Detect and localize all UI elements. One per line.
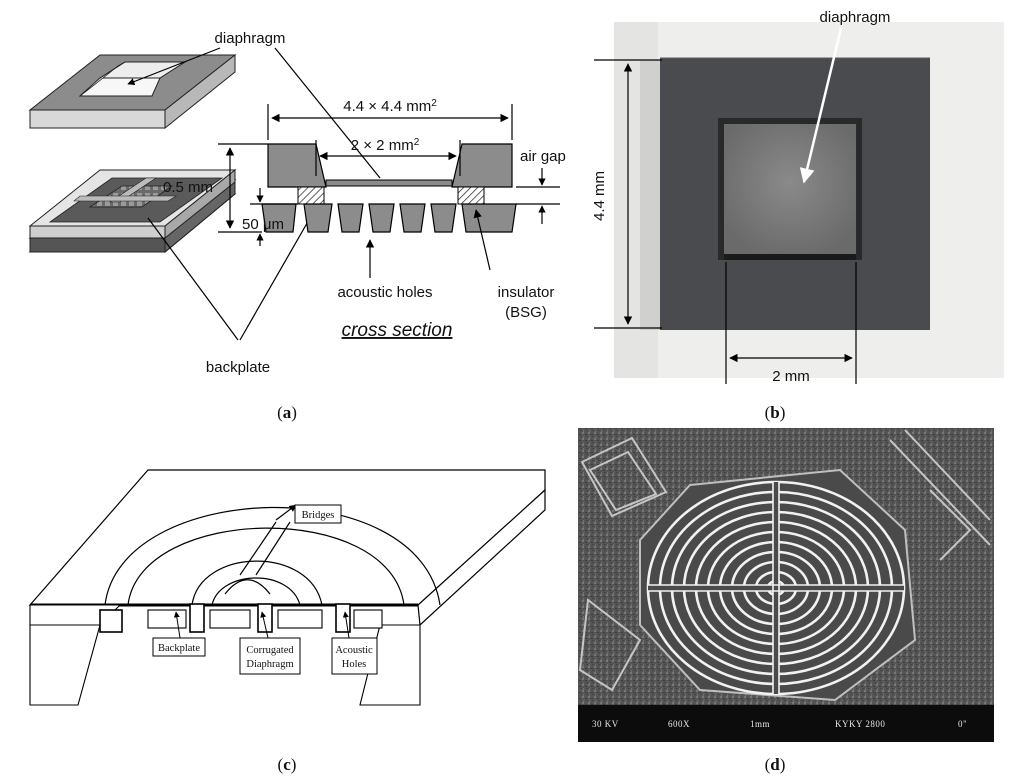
sem-scale: 1mm xyxy=(750,719,770,729)
callout-corrugated-diaphragm xyxy=(239,637,301,675)
panel-b: diaphragm 4.4 mm 2 mm (b) xyxy=(591,9,1004,422)
label-width-b: 2 mm xyxy=(772,368,810,385)
caption-b: (b) xyxy=(765,403,786,422)
sem-info-bar xyxy=(578,705,994,742)
diaphragm-photo xyxy=(724,124,856,254)
label-bridges: Bridges xyxy=(302,510,335,521)
callout-bridges xyxy=(294,504,342,524)
label-height-b: 4.4 mm xyxy=(591,171,608,221)
diaphragm-chip-3d xyxy=(28,53,237,130)
sem-end-mark: 0" xyxy=(958,719,967,729)
label-backplate-c: Backplate xyxy=(158,643,200,654)
label-insulator: insulator xyxy=(498,284,555,301)
label-air-gap: air gap xyxy=(520,148,566,165)
label-corrugated-1: Corrugated xyxy=(246,645,294,656)
callout-backplate xyxy=(152,637,206,657)
label-thickness: 0.5 mm xyxy=(163,179,213,196)
label-corrugated-2: Diaphragm xyxy=(246,659,293,670)
panel-a: diaphragm backplate xyxy=(28,30,566,422)
panel-c xyxy=(28,469,546,706)
sem-instrument: KYKY 2800 xyxy=(835,719,885,729)
panel-d: 30 KV 600X 1mm KYKY 2800 0" (d) xyxy=(578,428,994,774)
label-diaphragm-b: diaphragm xyxy=(820,9,891,26)
label-acoustic-1: Acoustic xyxy=(335,645,373,656)
dimension-lines-b xyxy=(594,59,857,384)
dimension-lines-a xyxy=(218,104,560,278)
label-acoustic-holes: acoustic holes xyxy=(337,284,432,301)
label-insulator-type: (BSG) xyxy=(505,304,547,321)
dim-outer: 4.4 × 4.4 mm2 xyxy=(343,98,437,116)
caption-a: (a) xyxy=(277,403,297,422)
caption-c: (c) xyxy=(278,755,297,774)
sem-magnification: 600X xyxy=(668,719,690,729)
label-acoustic-2: Holes xyxy=(342,659,367,670)
diaphragm-arrow-b xyxy=(799,23,844,184)
label-cross-section: cross section xyxy=(342,320,453,341)
backplate-chip-3d xyxy=(28,168,237,254)
label-gap-um: 50 μm xyxy=(242,216,284,233)
cross-section xyxy=(261,143,517,233)
label-diaphragm-a: diaphragm xyxy=(215,30,286,47)
dim-inner: 2 × 2 mm2 xyxy=(351,137,420,155)
sem-voltage: 30 KV xyxy=(592,719,619,729)
callout-acoustic-holes xyxy=(331,637,378,675)
panel-c-labels: Bridges Backplate Corrugated Diaphragm A… xyxy=(158,510,373,774)
label-backplate-a: backplate xyxy=(206,359,270,376)
caption-d: (d) xyxy=(765,755,786,774)
